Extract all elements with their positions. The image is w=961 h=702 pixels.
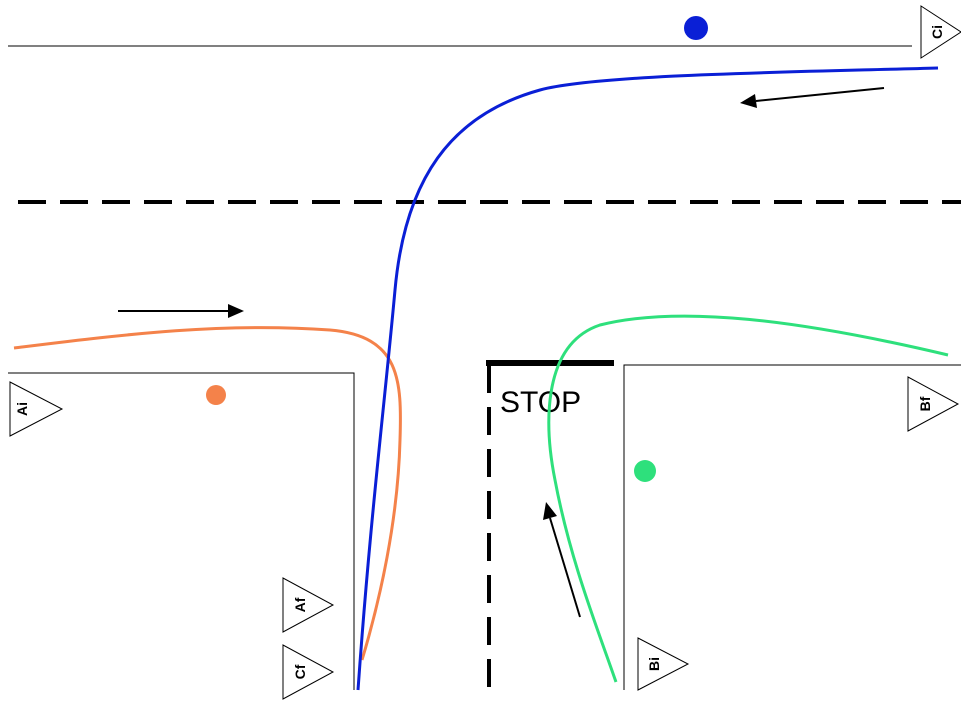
marker-af: Af xyxy=(282,577,335,633)
arrow-a-right xyxy=(118,304,244,318)
marker-ci: Ci xyxy=(920,5,961,59)
svg-text:Cf: Cf xyxy=(292,664,308,679)
vehicle-c-dot xyxy=(684,16,708,40)
vehicle-b-dot xyxy=(634,460,656,482)
vehicle-a-dot xyxy=(206,385,226,405)
svg-text:Bf: Bf xyxy=(917,396,933,411)
svg-text:Ci: Ci xyxy=(929,25,945,39)
marker-ai: Ai xyxy=(9,381,64,437)
left-curb xyxy=(8,372,355,690)
vehicle-c-path xyxy=(356,66,939,691)
marker-bf: Bf xyxy=(907,376,960,432)
stop-sign-text: STOP xyxy=(500,386,581,419)
vehicle-b-path xyxy=(547,314,949,683)
svg-text:Bi: Bi xyxy=(646,657,662,671)
vehicle-a-path xyxy=(13,326,402,661)
svg-text:Af: Af xyxy=(292,597,308,612)
arrow-c-left xyxy=(740,87,885,108)
marker-bi: Bi xyxy=(637,637,690,691)
svg-text:Ai: Ai xyxy=(14,402,30,416)
marker-cf: Cf xyxy=(282,644,335,700)
right-curb xyxy=(623,364,961,690)
arrow-b-up xyxy=(543,502,581,618)
